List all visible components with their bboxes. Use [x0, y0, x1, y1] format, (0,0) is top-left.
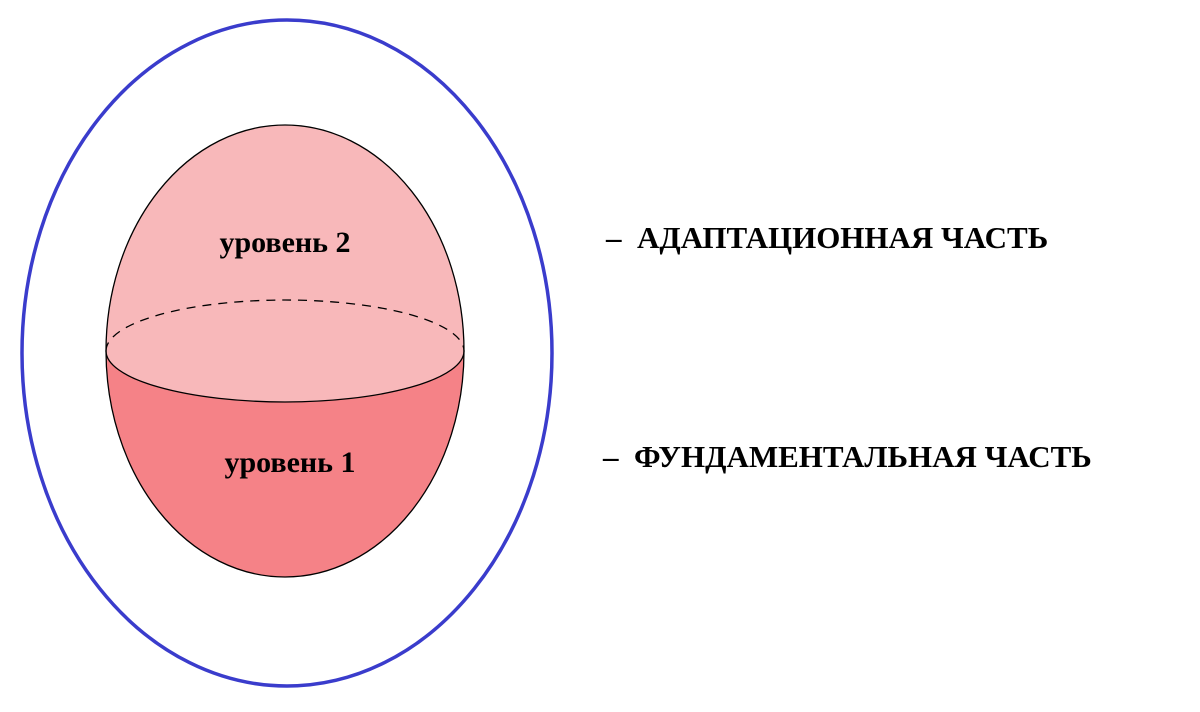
section-back-edge: [105, 299, 465, 352]
upper-level-region: [106, 125, 464, 352]
upper-level-label: уровень 2: [219, 226, 350, 259]
lower-legend-dash: –: [602, 439, 619, 474]
upper-legend-dash: –: [605, 220, 622, 255]
upper-legend-label: АДАПТАЦИОННАЯ ЧАСТЬ: [637, 220, 1048, 255]
section-front-band: [106, 351, 464, 402]
lower-level-region: [106, 351, 464, 577]
section-front-edge: [105, 350, 465, 403]
lower-legend-label: ФУНДАМЕНТАЛЬНАЯ ЧАСТЬ: [634, 439, 1092, 474]
lower-level-label: уровень 1: [224, 446, 355, 479]
outer-ellipse: [20, 18, 554, 688]
